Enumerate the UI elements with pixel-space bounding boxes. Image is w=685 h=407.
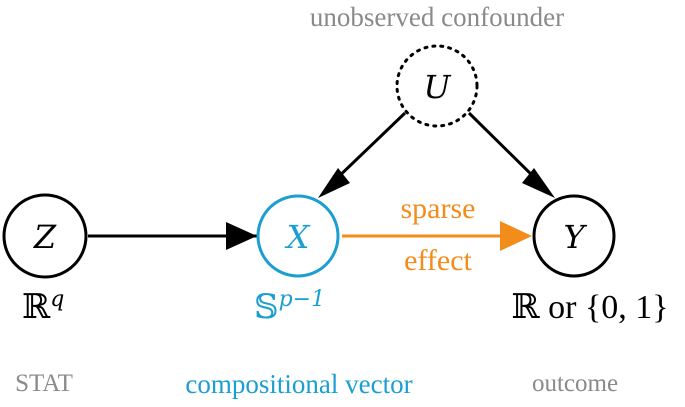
- confounder-annotation: unobserved confounder: [310, 2, 564, 32]
- y-space-label: ℝ or {0, 1}: [511, 289, 668, 326]
- edge-u-to-x-line: [330, 111, 407, 185]
- edge-label-sparse: sparse: [401, 192, 476, 225]
- y-caption: outcome: [532, 370, 618, 397]
- node-y-circle: [532, 194, 616, 278]
- x-space-symbol: 𝕊: [254, 289, 279, 326]
- edge-u-to-y-head: [522, 168, 555, 198]
- z-caption: STAT: [15, 370, 73, 397]
- edge-z-to-x-head: [226, 222, 257, 250]
- node-x-label: X: [284, 218, 311, 256]
- node-z-label: Z: [33, 218, 57, 256]
- node-x-circle: [256, 194, 340, 278]
- x-space-exponent: p−1: [279, 287, 326, 312]
- edge-u-to-x-head: [318, 168, 350, 198]
- x-caption: compositional vector: [185, 369, 412, 399]
- x-space-label: 𝕊p−1: [254, 287, 325, 326]
- node-u-label: U: [424, 68, 452, 106]
- node-z-circle: [2, 193, 88, 279]
- z-space-exponent: q: [50, 287, 64, 312]
- node-y-label: Y: [563, 218, 587, 256]
- z-space-label: ℝq: [22, 287, 64, 326]
- edge-u-to-y-line: [467, 111, 542, 185]
- edge-label-effect: effect: [404, 244, 472, 277]
- node-u-circle: [395, 44, 479, 128]
- edge-x-to-y-head: [500, 221, 532, 251]
- z-space-symbol: ℝ: [22, 289, 51, 326]
